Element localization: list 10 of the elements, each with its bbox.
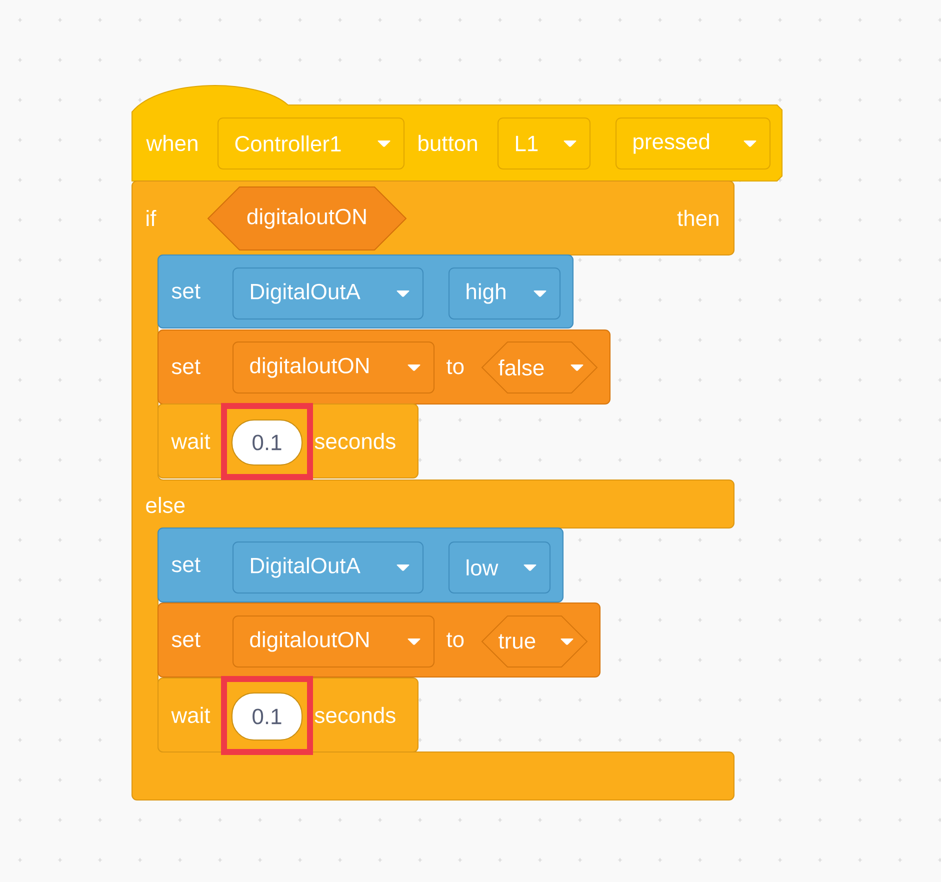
dropdown-menu: pressed xyxy=(616,118,770,170)
dropdown-menu: DigitalOutA xyxy=(232,542,424,594)
dropdown-menu: Controller1 xyxy=(218,118,404,170)
dropdown-menu: digitaloutON xyxy=(232,616,434,668)
dropdown-menu: high xyxy=(448,268,560,320)
dropdown-menu: DigitalOutA xyxy=(232,268,424,320)
dropdown-menu: low xyxy=(448,542,550,594)
dropdown-menu: digitaloutON xyxy=(232,342,434,394)
dropdown-menu: L1 xyxy=(498,118,590,170)
number-input: 0.1 xyxy=(232,420,302,466)
